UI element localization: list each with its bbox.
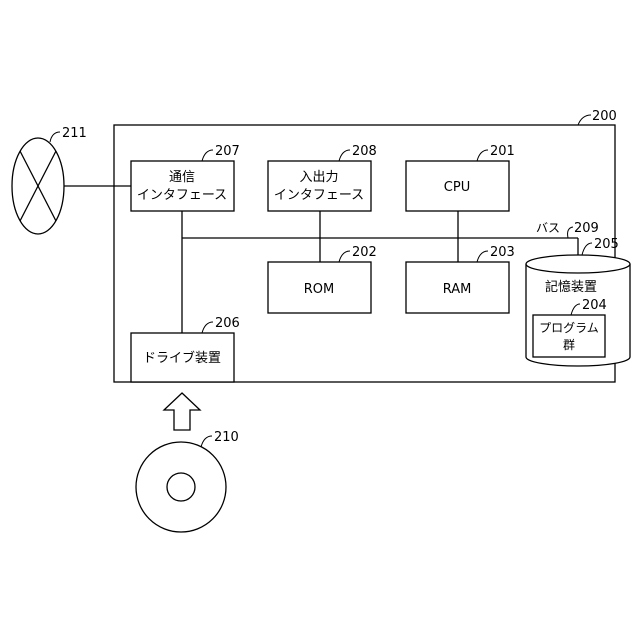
ram-label: RAM: [443, 282, 472, 297]
io-label-line1: 入出力: [299, 170, 338, 185]
programs-label-line1: プログラム: [539, 321, 599, 335]
programs-label-line2: 群: [563, 338, 575, 352]
io-ref: 208: [352, 144, 377, 159]
bus-ref: 209: [574, 221, 599, 236]
network-ref-leader: [50, 132, 60, 142]
storage-label: 記憶装置: [545, 279, 597, 295]
storage-ref: 205: [594, 237, 619, 252]
programs-ref: 204: [582, 298, 607, 313]
network-ref: 211: [62, 126, 87, 141]
bus-ref-leader: [568, 227, 573, 238]
ram-ref-leader: [477, 251, 488, 262]
drive-label: ドライブ装置: [143, 350, 221, 366]
rom-label: ROM: [304, 282, 334, 297]
drive-ref: 206: [215, 316, 240, 331]
system-ref: 200: [592, 109, 617, 124]
disc-ref: 210: [214, 430, 239, 445]
comm-interface-box: [131, 161, 234, 211]
io-ref-leader: [339, 150, 350, 161]
comm-ref-leader: [202, 150, 213, 161]
comm-label-line2: インタフェース: [137, 188, 227, 203]
drive-ref-leader: [202, 322, 213, 333]
rom-ref: 202: [352, 245, 377, 260]
cpu-ref-leader: [477, 150, 488, 161]
optical-disc-icon: [136, 442, 226, 532]
storage-ref-leader: [582, 243, 592, 255]
cpu-ref: 201: [490, 144, 515, 159]
up-arrow-icon: [164, 393, 200, 430]
io-label-line2: インタフェース: [274, 188, 364, 203]
bus-label: バス: [536, 221, 560, 235]
rom-ref-leader: [339, 251, 350, 262]
system-ref-leader: [578, 115, 591, 125]
cpu-label: CPU: [444, 180, 470, 195]
network-cloud-icon: [12, 138, 64, 234]
io-interface-box: [268, 161, 371, 211]
comm-label-line1: 通信: [169, 170, 195, 185]
disc-ref-leader: [201, 436, 212, 447]
comm-ref: 207: [215, 144, 240, 159]
ram-ref: 203: [490, 245, 515, 260]
